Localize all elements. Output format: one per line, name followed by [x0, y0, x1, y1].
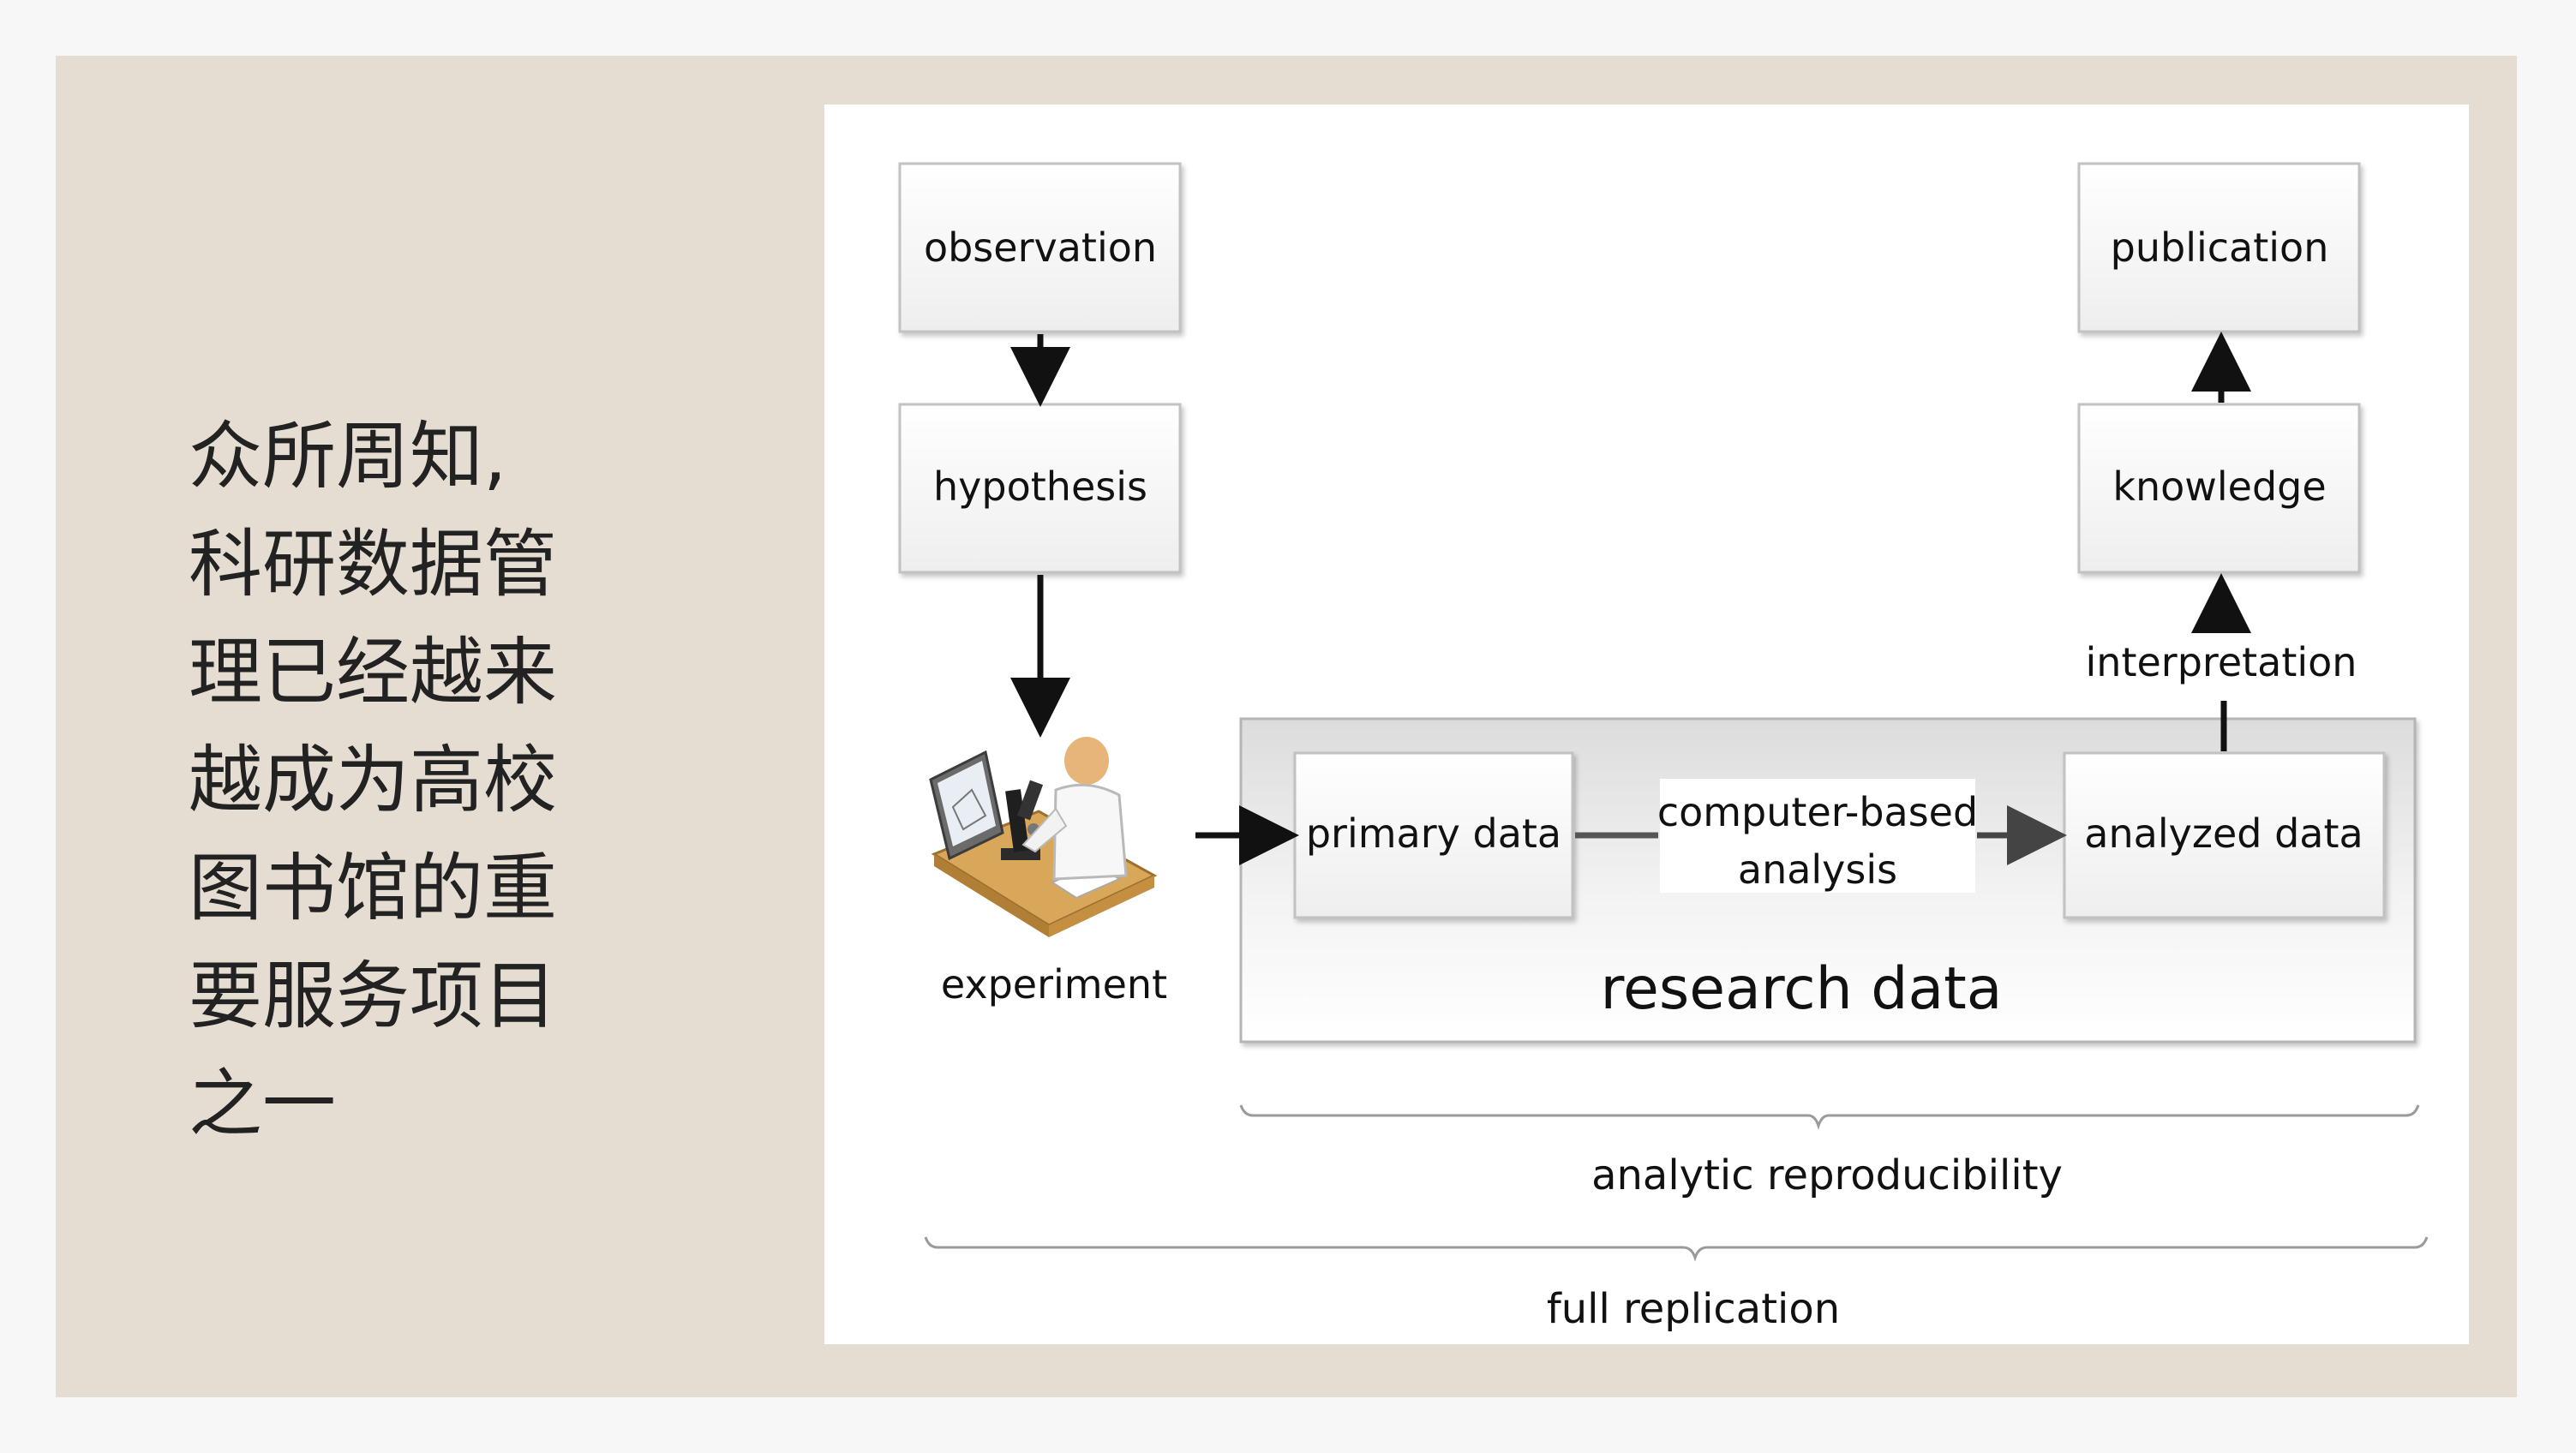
analytic-reproducibility-brace — [1239, 1104, 2420, 1130]
full-replication-brace — [924, 1236, 2429, 1262]
analysis-label-line2: analysis — [1738, 846, 1897, 893]
heading-line-6: 要服务项目 — [189, 954, 557, 1039]
heading-line-2: 科研数据管 — [189, 522, 557, 607]
publication-node: publication — [2077, 162, 2361, 333]
knowledge-node: knowledge — [2077, 403, 2361, 574]
heading-line-4: 越成为高校 — [189, 738, 557, 823]
slide-background: 众所周知, 科研数据管 理已经越来 越成为高校 图书馆的重 要服务项目 之一 — [56, 56, 2517, 1397]
analytic-reproducibility-label: analytic reproducibility — [1591, 1151, 2063, 1199]
scientist-microscope-icon — [929, 737, 1158, 937]
hypothesis-label: hypothesis — [933, 463, 1147, 510]
research-data-label: research data — [1601, 955, 2003, 1023]
observation-node: observation — [898, 162, 1182, 333]
full-replication-label: full replication — [1547, 1285, 1840, 1333]
interpretation-label: interpretation — [2086, 639, 2357, 685]
workflow-diagram: observation hypothesis publication knowl… — [898, 162, 2429, 1333]
analysis-label-line1: computer-based — [1657, 789, 1978, 835]
heading-line-7: 之一 — [189, 1061, 336, 1147]
analyzed-data-node: analyzed data — [2063, 751, 2386, 919]
heading-line-1: 众所周知, — [189, 414, 507, 499]
publication-label: publication — [2111, 224, 2329, 271]
knowledge-label: knowledge — [2112, 463, 2326, 510]
analyzed-data-label: analyzed data — [2084, 810, 2363, 857]
experiment-label: experiment — [941, 961, 1167, 1008]
heading-line-5: 图书馆的重 — [189, 846, 557, 931]
primary-data-node: primary data — [1293, 751, 1574, 919]
analysis-step: computer-based analysis — [1657, 779, 1978, 893]
slide-heading: 众所周知, 科研数据管 理已经越来 越成为高校 图书馆的重 要服务项目 之一 — [189, 403, 600, 1158]
hypothesis-node: hypothesis — [898, 403, 1182, 574]
observation-label: observation — [924, 224, 1157, 271]
research-workflow-figure: observation hypothesis publication knowl… — [824, 105, 2469, 1344]
heading-line-3: 理已经越来 — [189, 630, 557, 715]
primary-data-label: primary data — [1306, 810, 1561, 857]
